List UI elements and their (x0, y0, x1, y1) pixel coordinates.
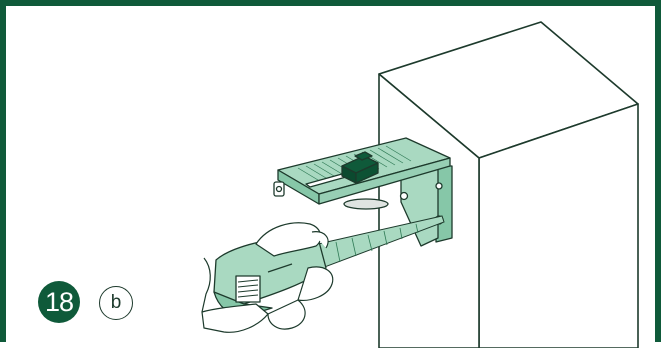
step-number: 18 (45, 287, 73, 318)
sub-step-badge: b (99, 286, 133, 320)
step-number-badge: 18 (38, 281, 80, 323)
sub-step-label: b (111, 292, 122, 314)
